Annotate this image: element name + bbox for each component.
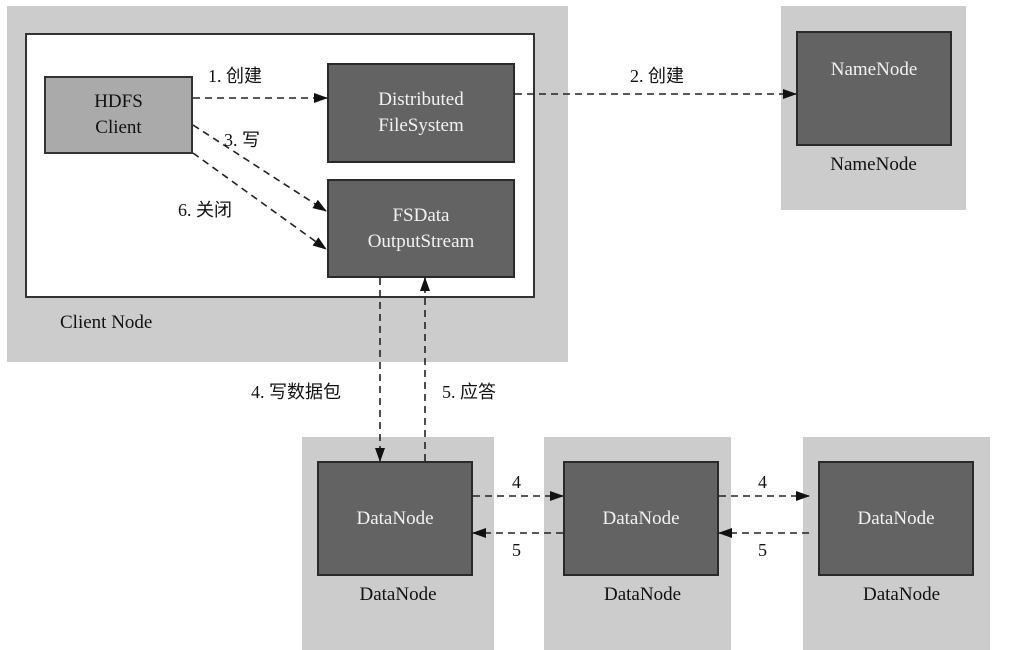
hdfs-client-line2: Client xyxy=(95,117,142,138)
fsdata-line2: OutputStream xyxy=(367,230,475,252)
namenode-zone-label: NameNode xyxy=(830,154,917,175)
datanode-box-3[interactable]: DataNode xyxy=(818,461,974,576)
namenode-box[interactable]: NameNode xyxy=(796,31,952,146)
datanode-box-1-label: DataNode xyxy=(356,507,434,529)
edge-label-2: 2. 创建 xyxy=(630,66,684,86)
client-node-label: Client Node xyxy=(60,312,153,333)
datanode-zone-3-label: DataNode xyxy=(862,584,941,605)
datanode-box-1[interactable]: DataNode xyxy=(317,461,473,576)
edge-label-dn2-dn3: 4 xyxy=(758,472,767,492)
datanode-box-2[interactable]: DataNode xyxy=(563,461,719,576)
hdfs-client-box[interactable]: HDFS Client xyxy=(44,76,193,154)
edge-label-dn3-dn2: 5 xyxy=(758,540,767,560)
edge-label-3: 3. 写 xyxy=(224,130,260,150)
edge-label-1: 1. 创建 xyxy=(208,66,262,86)
edge-label-6: 6. 关闭 xyxy=(178,200,232,220)
datanode-zone-1-label: DataNode xyxy=(359,584,437,605)
dfs-line2: FileSystem xyxy=(378,115,464,136)
edge-3-write xyxy=(192,124,327,212)
namenode-box-label: NameNode xyxy=(830,58,918,80)
edge-6-close xyxy=(192,152,327,250)
dfs-line1: Distributed xyxy=(378,89,464,110)
fsdata-line1: FSData xyxy=(392,204,450,226)
edge-label-dn2-dn1: 5 xyxy=(512,540,521,560)
edge-label-4-write-packet: 4. 写数据包 xyxy=(251,382,341,402)
edge-label-5-ack: 5. 应答 xyxy=(442,382,496,402)
edge-label-dn1-dn2: 4 xyxy=(512,472,521,492)
datanode-zone-2-label: DataNode xyxy=(603,584,682,605)
datanode-box-2-label: DataNode xyxy=(602,507,680,529)
datanode-box-3-label: DataNode xyxy=(857,507,935,529)
hdfs-client-line1: HDFS xyxy=(94,91,143,112)
